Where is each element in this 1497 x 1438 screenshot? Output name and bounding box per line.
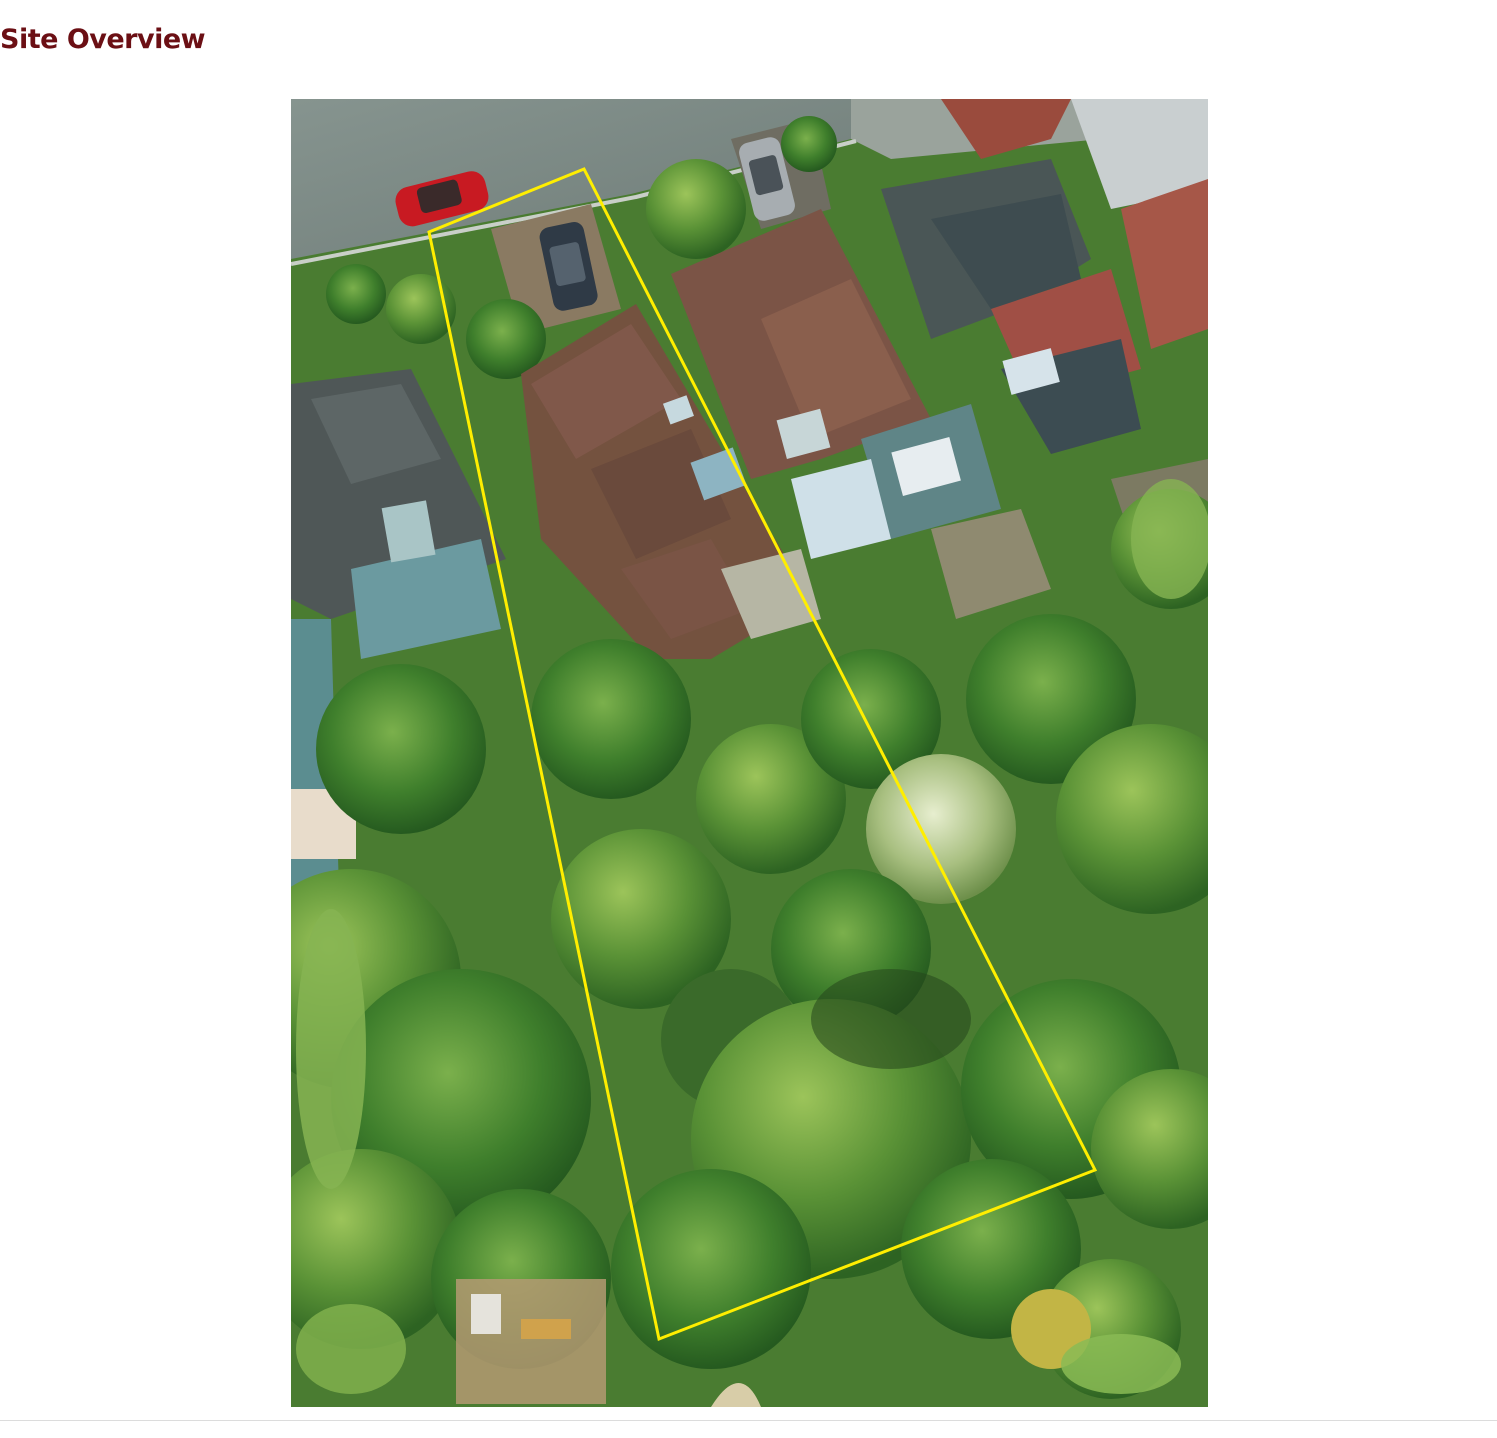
site-boundary xyxy=(427,167,1098,1342)
bottom-divider xyxy=(0,1420,1497,1421)
aerial-image xyxy=(291,99,1208,1407)
red-car xyxy=(395,171,489,227)
house-right-brown xyxy=(671,209,1001,559)
aerial-site-map xyxy=(291,99,1208,1407)
subject-house xyxy=(521,304,821,659)
house-right-terrace xyxy=(881,99,1208,454)
silver-car xyxy=(739,137,795,221)
page-title: Site Overview xyxy=(0,24,206,55)
dark-car xyxy=(539,221,598,311)
